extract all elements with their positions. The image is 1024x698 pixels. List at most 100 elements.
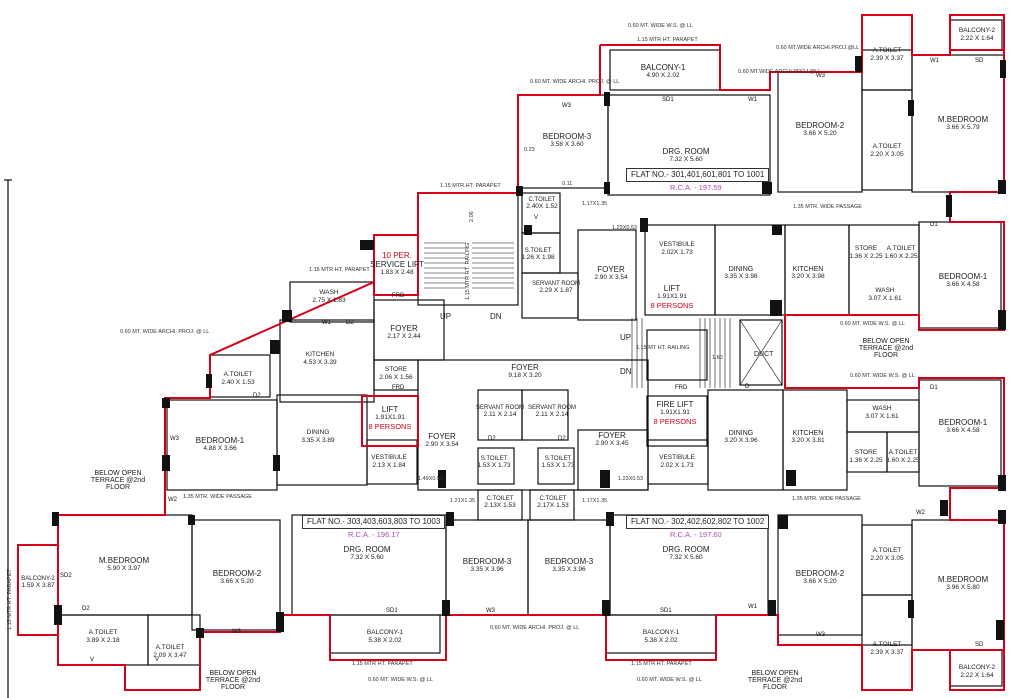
note-below-open-left: BELOW OPEN TERRACE @2nd FLOOR: [90, 470, 146, 491]
note-wide-ws-right: 0.60 MT. WIDE W.S. @ LL: [840, 321, 905, 327]
tag-sd-tr: SD: [975, 58, 984, 64]
dim-023-a: 0.23: [524, 147, 535, 153]
tag-sd-bottom-right: SD: [975, 642, 984, 648]
note-wide-ws-bottom-right: 0.60 MT. WIDE W.S. @ LL: [850, 373, 915, 379]
note-below-open-right: BELOW OPEN TERRACE @2nd FLOOR: [858, 338, 914, 359]
note-parapet-stair: 1.15 MTR.HT. PARAPET: [440, 183, 501, 189]
note-below-open-bottom-1: BELOW OPEN TERRACE @2nd FLOOR: [205, 670, 261, 691]
note-archi-proj-top: 0.60 MT. WIDE ARCHI. PROJ. @ LL: [530, 79, 620, 85]
tag-v-top: V: [534, 215, 539, 221]
note-parapet-top: 1.15 MTR HT. PARAPET: [637, 37, 698, 43]
flat-label-bottom-left: FLAT NO.- 303,403,603,803 TO 1003: [302, 515, 446, 529]
tag-frd-right: FRD: [675, 385, 688, 391]
tag-d1-right-2: D1: [930, 222, 938, 228]
tag-w3-bottom-left: W3: [232, 629, 241, 635]
dim-117b: 1.17X1.35: [582, 498, 608, 504]
flat-label-top: FLAT NO.- 301,401,601,801 TO 1001: [626, 168, 770, 182]
dim-149: 1.49X0.53: [418, 476, 444, 482]
tag-d2-left: D2: [346, 320, 354, 326]
rca-top: R.C.A. - 197.59: [670, 183, 722, 192]
tag-frd-left-2: FRD: [392, 385, 405, 391]
tag-w2-right: W2: [916, 510, 925, 516]
note-parapet-left: 1.15 MTR HT. PARAPET: [309, 267, 370, 273]
tag-frd-left: FRD: [392, 293, 405, 299]
dim-123b: 1.23X0.53: [618, 476, 644, 482]
note-archi-proj-top-2: 0.60 MT.WIDE ARCHI.PROJ.@LL: [776, 45, 860, 51]
tag-w1-tr: W1: [930, 58, 939, 64]
note-wide-ws-top: 0.60 MT. WIDE W.S. @ LL: [628, 23, 693, 29]
tag-v-bottom-left: V: [90, 657, 95, 663]
tag-w3-bottom: W3: [486, 608, 495, 614]
tag-d2-atoilet: D2: [253, 393, 261, 399]
dim-011-a: 0.11: [562, 181, 573, 187]
tag-w1-top: W1: [748, 97, 757, 103]
tag-w3-bottom-right: W3: [816, 632, 825, 638]
dim-121: 1.21X1.35: [450, 498, 476, 504]
note-parapet-bottom-far-left: 1.15 MTR HT. PARAPET: [7, 569, 13, 630]
tag-w1-left: W1: [322, 320, 331, 326]
structural-columns: [52, 56, 1006, 640]
label-dn-right: DN: [620, 367, 632, 376]
tag-w2-left: W2: [168, 497, 177, 503]
rca-bottom-right: R.C.A. - 197.60: [670, 530, 722, 539]
note-below-open-bottom-2: BELOW OPEN TERRACE @2nd FLOOR: [747, 670, 803, 691]
note-railing: 1.15 MT HT. RAILING: [636, 345, 690, 351]
flat-label-bottom-right: FLAT NO.- 302,402,602,802 TO 1002: [626, 515, 770, 529]
tag-d2-centre: D2: [488, 436, 496, 442]
tag-d1-right: D1: [930, 385, 938, 391]
dim-117: 1.17X1.35: [582, 201, 608, 207]
note-wide-ws-bottom-centre: 0.60 MT. WIDE W.S. @ LL: [637, 677, 702, 683]
note-archi-proj-bottom-2: 0.60 MT. WIDE ARCHI. PROJ. @ LL: [120, 329, 210, 335]
tag-w3-top: W3: [562, 103, 571, 109]
tag-d-right: D: [745, 384, 750, 390]
tag-w1-bottom-right: W1: [748, 604, 757, 610]
note-archi-proj-top-3: 0.60 MT.WIDE ARCHI.PROJ.@LL: [738, 69, 822, 75]
note-archi-proj-bottom-1: 0.60 MT. WIDE ARCHI. PROJ. @ LL: [490, 625, 580, 631]
note-passage-top: 1.35 MTR. WIDE PASSAGE: [793, 204, 862, 210]
note-passage-mid: 1.35 MTR. WIDE PASSAGE: [183, 494, 252, 500]
wall-linework: [4, 19, 1005, 698]
